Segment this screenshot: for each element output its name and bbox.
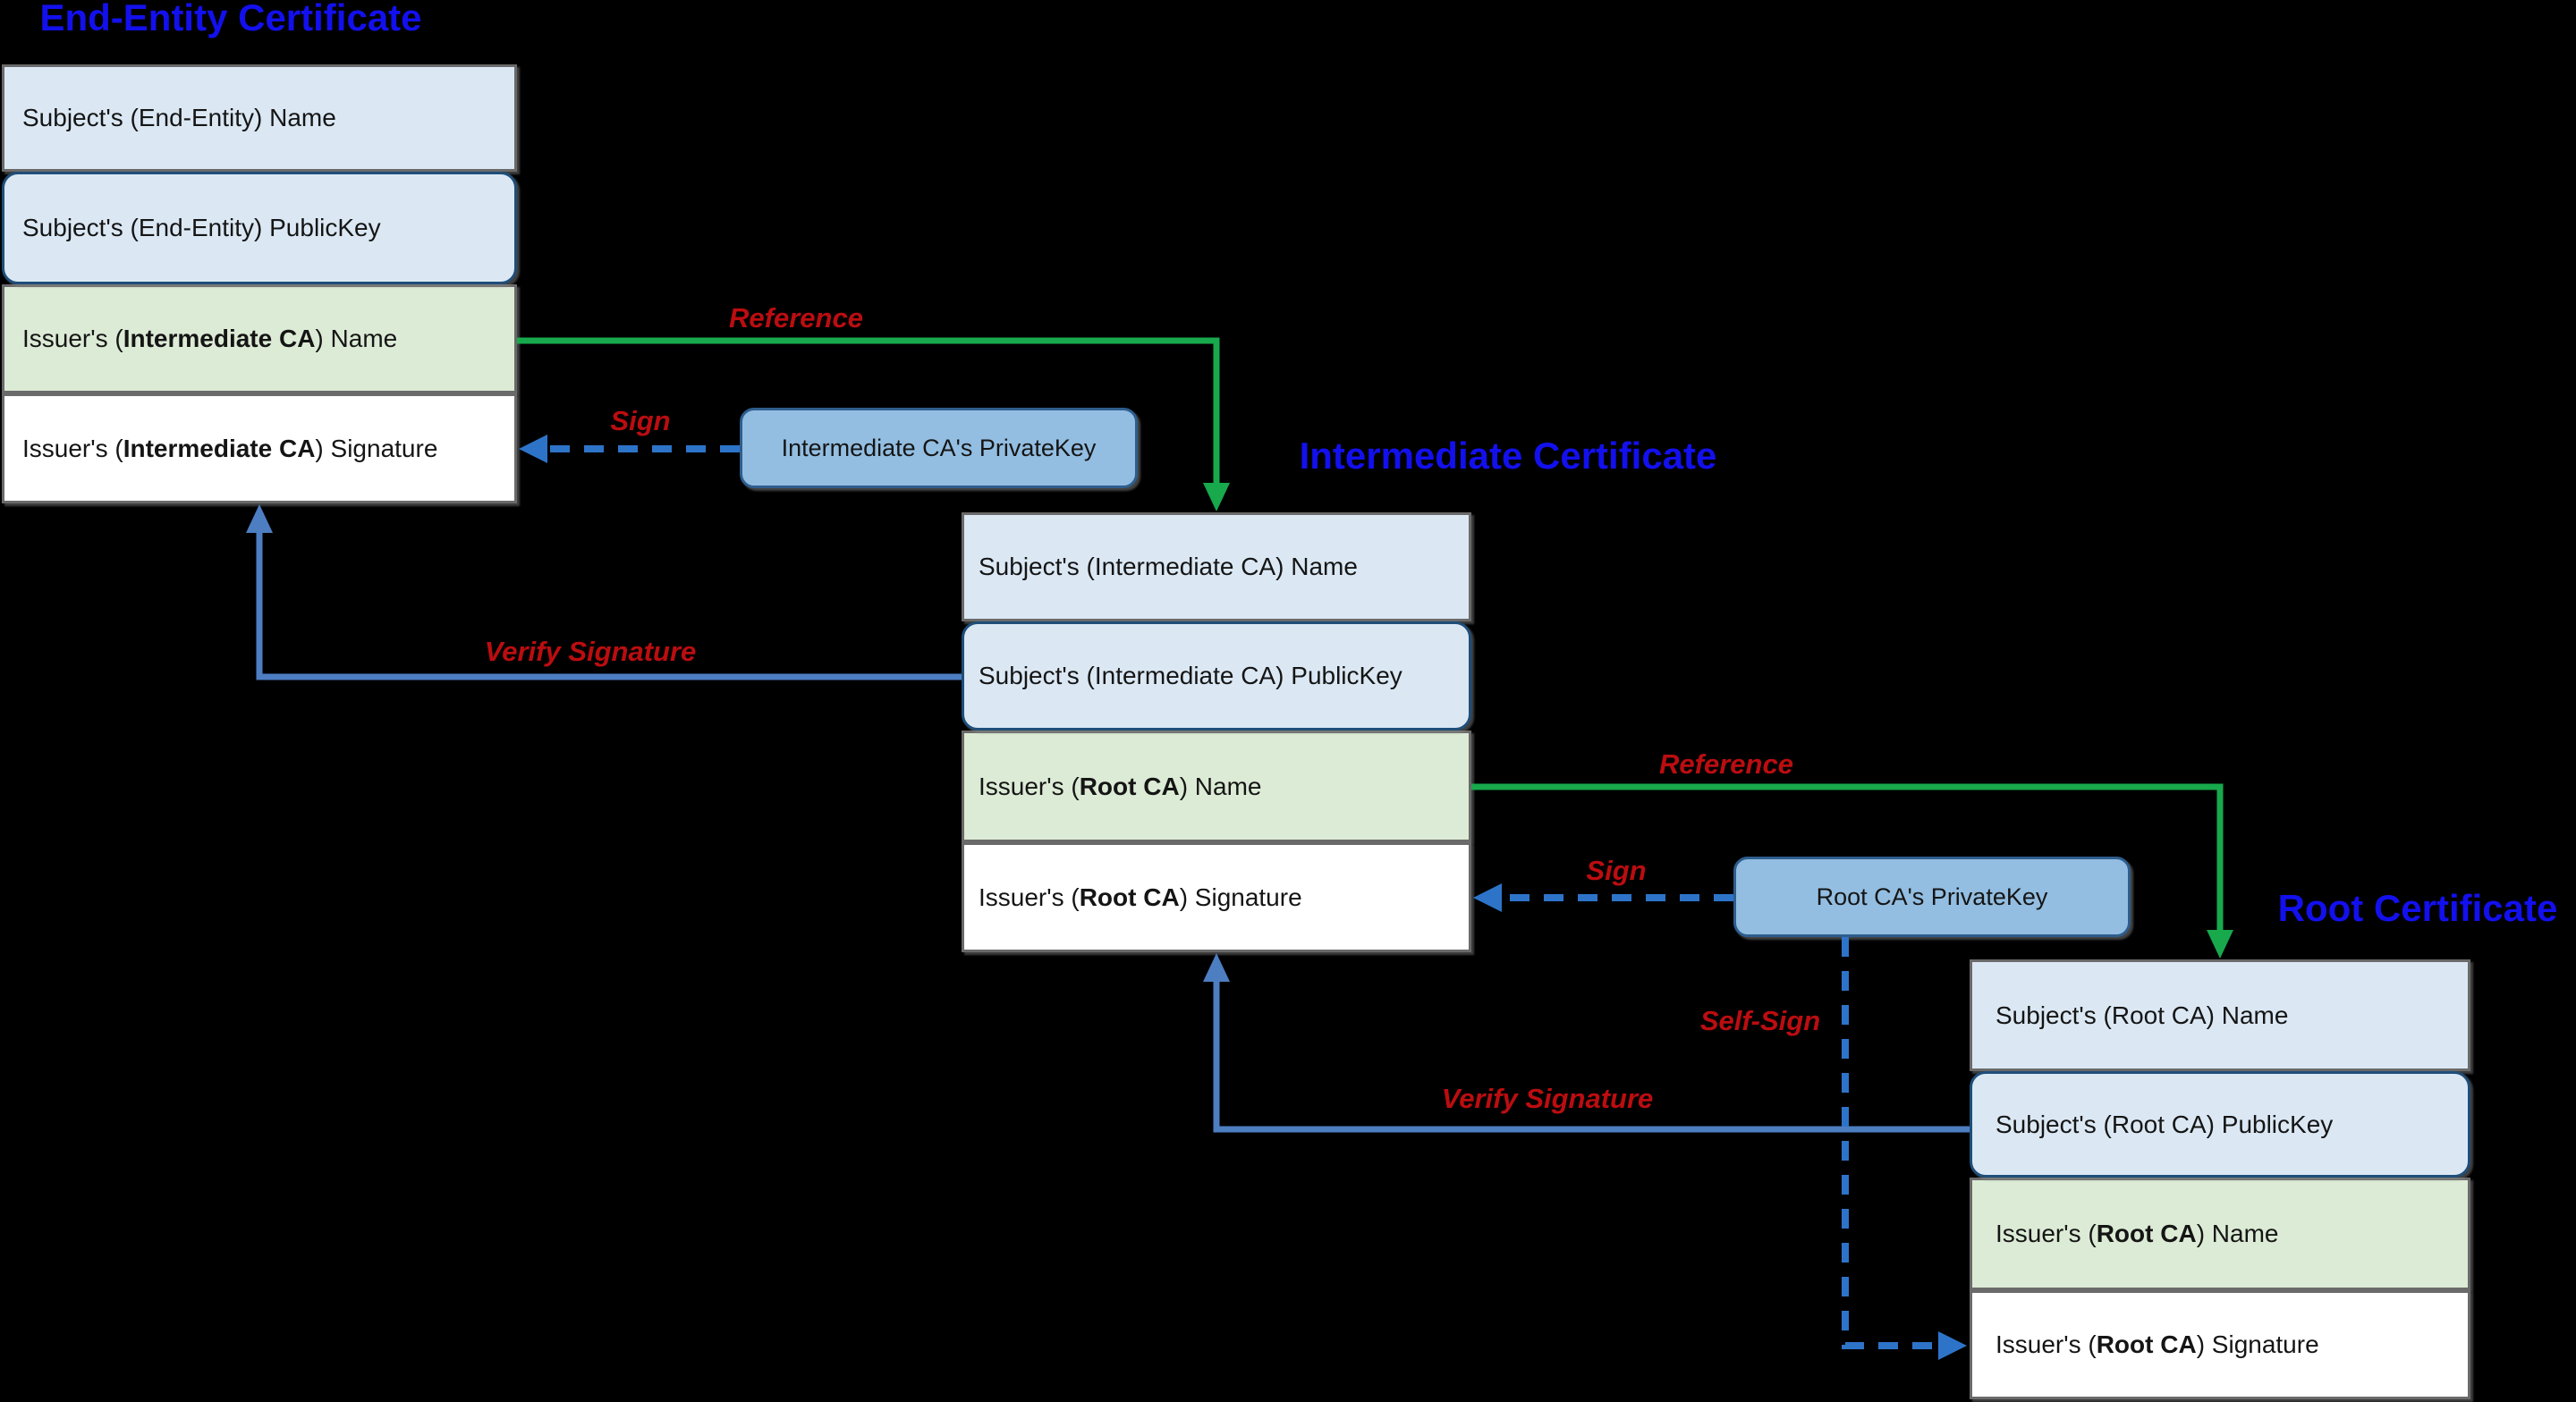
row-text: Subject's (End-Entity) PublicKey (22, 214, 381, 241)
private-key-label: Intermediate CA's PrivateKey (781, 434, 1097, 461)
self-sign-arrowhead (1938, 1331, 1967, 1360)
intermediate-ca-private-key-box: Intermediate CA's PrivateKey (740, 408, 1138, 488)
row-text-bold: Intermediate CA (123, 325, 316, 352)
cert-row-subject-name: Subject's (Intermediate CA) Name (962, 512, 1471, 621)
row-text: Subject's (Root CA) PublicKey (1996, 1110, 2334, 1138)
row-text: Subject's (Intermediate CA) Name (979, 553, 1358, 580)
row-text-post: ) Signature (2196, 1330, 2319, 1358)
edge-label-sign-1: Sign (610, 405, 671, 436)
cert-row-subject-publickey: Subject's (End-Entity) PublicKey (2, 172, 517, 284)
intermediate-certificate-stack: Subject's (Intermediate CA) Name Subject… (962, 512, 1471, 952)
cert-row-issuer-signature: Issuer's (Root CA) Signature (962, 842, 1471, 952)
cert-row-subject-publickey: Subject's (Root CA) PublicKey (1970, 1071, 2470, 1178)
row-text-post: ) Name (315, 325, 398, 352)
cert-row-subject-name: Subject's (Root CA) Name (1970, 959, 2470, 1071)
row-text-bold: Root CA (2096, 1330, 2197, 1358)
row-text-bold: Intermediate CA (123, 434, 316, 462)
cert-row-issuer-name: Issuer's (Intermediate CA) Name (2, 284, 517, 393)
root-certificate-stack: Subject's (Root CA) Name Subject's (Root… (1970, 959, 2470, 1399)
cert-row-issuer-name: Issuer's (Root CA) Name (1970, 1178, 2470, 1290)
row-text-bold: Root CA (2096, 1220, 2197, 1247)
sign-arrowhead-2 (1473, 883, 1502, 912)
edge-label-reference-1: Reference (729, 302, 863, 334)
cert-row-subject-publickey: Subject's (Intermediate CA) PublicKey (962, 621, 1471, 731)
private-key-label: Root CA's PrivateKey (1816, 883, 2048, 910)
row-text-bold: Root CA (1079, 883, 1180, 911)
edge-label-verify-signature-2: Verify Signature (1441, 1083, 1654, 1114)
end-entity-certificate-stack: Subject's (End-Entity) Name Subject's (E… (2, 64, 517, 503)
edge-label-reference-2: Reference (1659, 748, 1793, 780)
edge-label-self-sign: Self-Sign (1699, 1005, 1821, 1036)
cert-row-issuer-signature: Issuer's (Root CA) Signature (1970, 1290, 2470, 1399)
cert-title-end-entity: End-Entity Certificate (39, 0, 422, 38)
row-text: Subject's (Root CA) Name (1996, 1001, 2289, 1029)
row-text: Subject's (Intermediate CA) PublicKey (979, 662, 1402, 689)
row-text-post: ) Name (2196, 1220, 2279, 1247)
row-text-post: ) Signature (315, 434, 438, 462)
cert-row-issuer-name: Issuer's (Root CA) Name (962, 731, 1471, 842)
row-text: Issuer's ( (979, 883, 1080, 911)
row-text: Issuer's ( (979, 772, 1080, 800)
row-text: Issuer's ( (1996, 1330, 2097, 1358)
row-text-post: ) Signature (1179, 883, 1302, 911)
row-text: Issuer's ( (22, 434, 123, 462)
row-text: Subject's (End-Entity) Name (22, 104, 336, 131)
row-text: Issuer's ( (22, 325, 123, 352)
row-text-post: ) Name (1179, 772, 1262, 800)
edge-label-sign-2: Sign (1586, 855, 1647, 886)
cert-row-subject-name: Subject's (End-Entity) Name (2, 64, 517, 172)
verify-signature-arrowhead-2 (1203, 953, 1230, 982)
reference-arrowhead-1 (1203, 483, 1230, 511)
root-ca-private-key-box: Root CA's PrivateKey (1733, 857, 2131, 937)
cert-title-root: Root Certificate (2277, 887, 2558, 929)
row-text: Issuer's ( (1996, 1220, 2097, 1247)
edge-label-verify-signature-1: Verify Signature (484, 636, 697, 667)
self-sign-arrow (1842, 937, 1938, 1349)
cert-title-intermediate: Intermediate Certificate (1299, 435, 1717, 477)
reference-arrowhead-2 (2207, 930, 2233, 959)
cert-row-issuer-signature: Issuer's (Intermediate CA) Signature (2, 393, 517, 503)
row-text-bold: Root CA (1079, 772, 1180, 800)
verify-signature-arrowhead-1 (246, 504, 273, 533)
sign-arrowhead-1 (519, 435, 547, 463)
